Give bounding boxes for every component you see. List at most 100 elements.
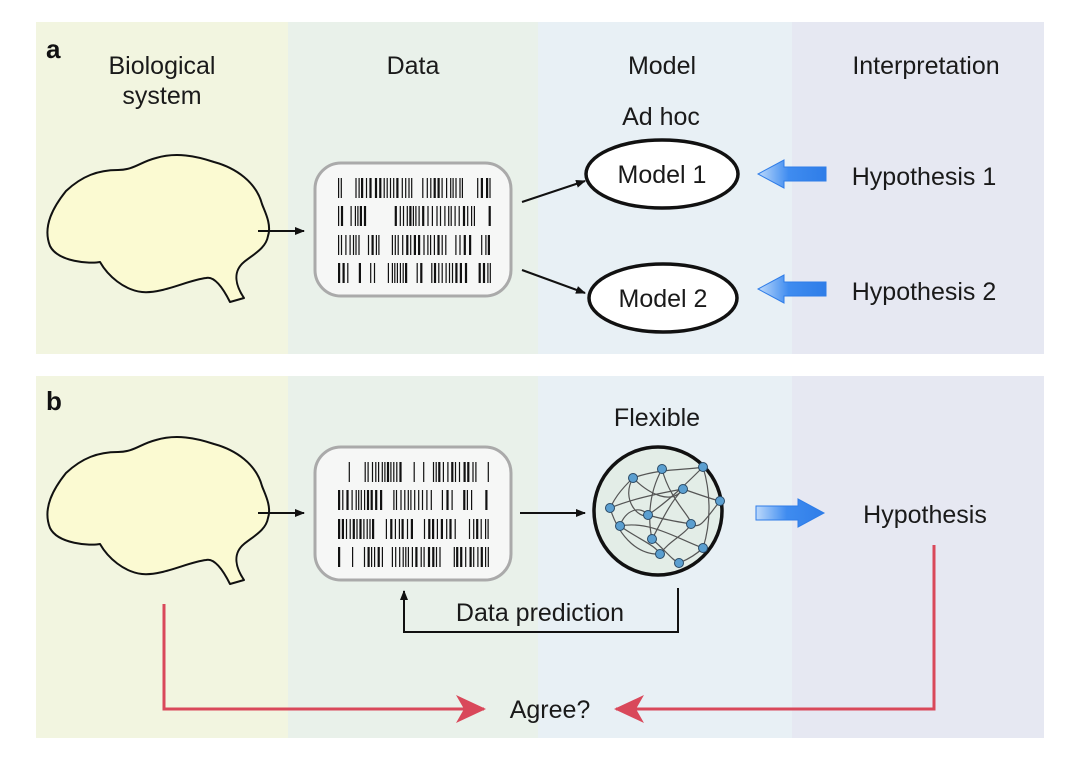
barcode-stripe <box>398 519 400 539</box>
barcode-stripe <box>338 235 340 255</box>
arrow-data-to-model1 <box>521 180 586 203</box>
barcode-stripe <box>390 519 393 539</box>
barcode-stripe <box>366 519 368 539</box>
barcode-stripe <box>383 178 385 198</box>
barcode-stripe <box>455 178 457 198</box>
barcode-stripe <box>378 462 380 482</box>
barcode-stripe <box>464 263 468 283</box>
barcode-stripe <box>431 206 433 226</box>
barcode-stripe <box>439 206 442 226</box>
barcode-stripe <box>462 206 466 226</box>
agree-question-label: Agree? <box>510 696 591 724</box>
barcode-stripe <box>338 178 340 198</box>
barcode-stripe <box>418 235 421 255</box>
barcode-stripe <box>432 462 435 482</box>
barcode-stripe <box>469 547 472 567</box>
barcode-stripe <box>372 519 375 539</box>
barcode-stripe <box>411 178 413 198</box>
barcode-stripe <box>449 519 452 539</box>
barcode-stripe <box>401 178 403 198</box>
barcode-stripe <box>478 263 481 283</box>
barcode-stripe <box>455 263 458 283</box>
panel-a: a Biological system Data Model Interpret… <box>36 22 1044 354</box>
barcode-data-icon <box>338 178 491 283</box>
barcode-stripe <box>375 490 378 510</box>
barcode-stripe <box>357 206 359 226</box>
barcode-stripe <box>345 519 348 539</box>
barcode-stripe <box>407 547 409 567</box>
panel-a-letter: a <box>46 34 61 64</box>
barcode-stripe <box>440 519 443 539</box>
barcode-stripe <box>351 490 353 510</box>
panel-a-col-interpretation <box>792 22 1044 354</box>
data-box-a <box>313 161 513 298</box>
barcode-stripe <box>394 235 396 255</box>
barcode-stripe <box>340 178 342 198</box>
barcode-stripe <box>427 547 431 567</box>
barcode-stripe <box>355 490 357 510</box>
column-header-biological: Biological <box>108 52 215 80</box>
barcode-stripe <box>477 547 479 567</box>
barcode-stripe <box>371 547 373 567</box>
barcode-stripe <box>452 178 454 198</box>
barcode-stripe <box>396 178 399 198</box>
barcode-stripe <box>465 547 467 567</box>
barcode-stripe <box>369 178 372 198</box>
barcode-stripe <box>420 547 422 567</box>
data-box-b <box>313 445 513 582</box>
barcode-stripe <box>352 235 355 255</box>
barcode-stripe <box>358 263 361 283</box>
agreement-arrow-from-biology <box>162 604 486 723</box>
barcode-stripe <box>415 206 417 226</box>
barcode-stripe <box>487 462 489 482</box>
barcode-stripe <box>373 263 376 283</box>
column-header-data: Data <box>387 52 440 80</box>
barcode-stripe <box>473 547 475 567</box>
barcode-stripe <box>485 547 487 567</box>
barcode-stripe <box>358 178 360 198</box>
barcode-stripe <box>432 547 435 567</box>
barcode-stripe <box>354 206 356 226</box>
barcode-stripe <box>416 263 418 283</box>
barcode-stripe <box>421 490 424 510</box>
barcode-stripe <box>347 263 349 283</box>
barcode-stripe <box>359 519 362 539</box>
barcode-stripe <box>463 462 466 482</box>
barcode-stripe <box>380 490 383 510</box>
barcode-stripe <box>391 263 393 283</box>
barcode-stripe <box>381 462 383 482</box>
barcode-stripe <box>358 235 360 255</box>
barcode-stripe <box>476 519 479 539</box>
barcode-stripe <box>469 235 472 255</box>
barcode-stripe <box>489 178 491 198</box>
barcode-stripe <box>454 206 456 226</box>
barcode-stripe <box>385 519 387 539</box>
barcode-stripe <box>468 519 471 539</box>
barcode-stripe <box>410 490 412 510</box>
panel-b: b Flexible <box>36 376 1044 738</box>
barcode-stripe <box>338 206 340 226</box>
barcode-stripe <box>399 547 401 567</box>
barcode-stripe <box>387 263 389 283</box>
barcode-stripe <box>423 547 425 567</box>
barcode-stripe <box>405 263 408 283</box>
hypothesis-label: Hypothesis <box>863 501 987 529</box>
barcode-stripe <box>441 235 443 255</box>
barcode-stripe <box>487 235 490 255</box>
barcode-stripe <box>367 547 370 567</box>
barcode-stripe <box>348 462 350 482</box>
barcode-stripe <box>340 235 343 255</box>
barcode-stripe <box>427 206 429 226</box>
barcode-stripe <box>407 490 409 510</box>
barcode-stripe <box>418 490 420 510</box>
barcode-stripe <box>365 178 368 198</box>
barcode-stripe <box>358 490 360 510</box>
barcode-stripe <box>488 206 491 226</box>
barcode-stripe <box>422 178 424 198</box>
barcode-stripe <box>370 263 372 283</box>
barcode-stripe <box>480 519 482 539</box>
barcode-stripe <box>446 178 448 198</box>
barcode-stripe <box>461 178 463 198</box>
barcode-stripe <box>391 235 393 255</box>
barcode-stripe <box>393 462 395 482</box>
